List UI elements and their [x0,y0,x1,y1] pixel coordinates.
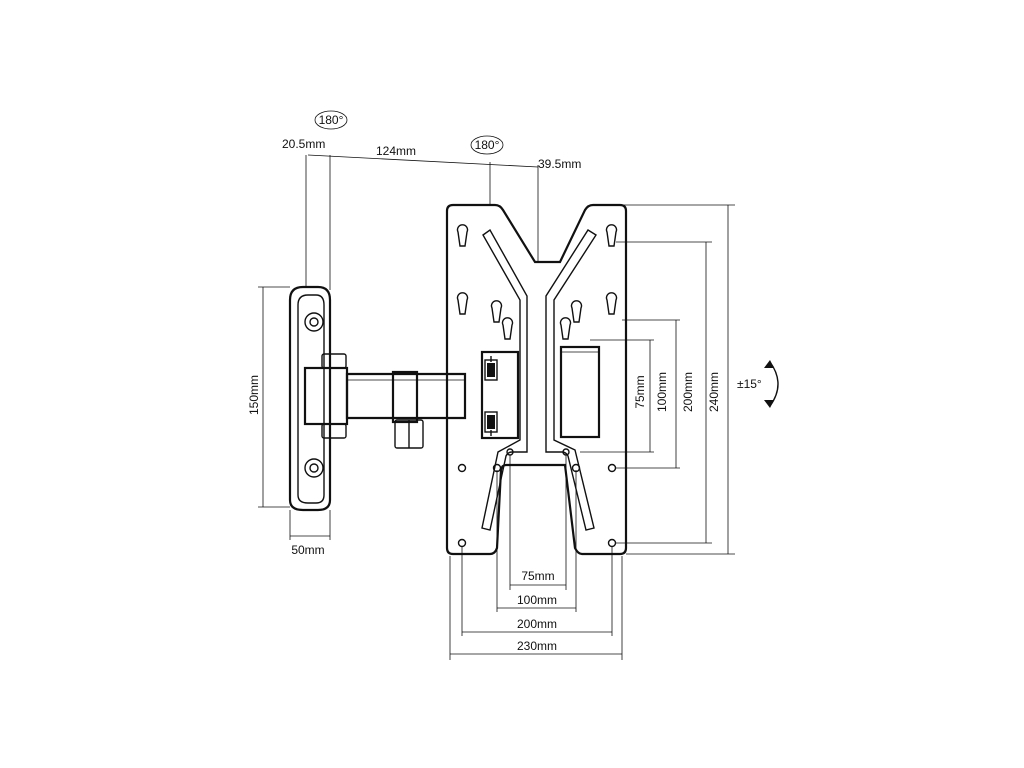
plate-width-label: 230mm [517,639,557,653]
wall-plate [288,285,332,512]
vesa-200-horizontal-label: 200mm [517,617,557,631]
wall-width-label: 50mm [291,543,324,557]
arm-length-label: 124mm [376,144,416,158]
arm-offset-label: 20.5mm [282,137,325,151]
rotation-badge-plate: 180° [470,135,504,155]
plate-offset-label: 39.5mm [538,157,581,171]
vesa-200-vertical-label: 200mm [681,372,695,412]
vesa-plate [445,203,628,556]
vesa-100-horizontal-label: 100mm [517,593,557,607]
vesa-100-vertical-label: 100mm [655,372,669,412]
vesa-75-vertical-label: 75mm [633,375,647,408]
wall-height-label: 150mm [247,375,261,415]
swing-arm [303,353,467,449]
rotation-arm-label: 180° [319,113,344,127]
rotation-badge-arm: 180° [314,110,348,130]
rotation-plate-label: 180° [475,138,500,152]
vesa-75-horizontal-label: 75mm [521,569,554,583]
tilt-arrow-icon [769,361,779,407]
tilt-label: ±15° [737,377,762,391]
plate-height-label: 240mm [707,372,721,412]
dimension-lines [258,154,735,660]
